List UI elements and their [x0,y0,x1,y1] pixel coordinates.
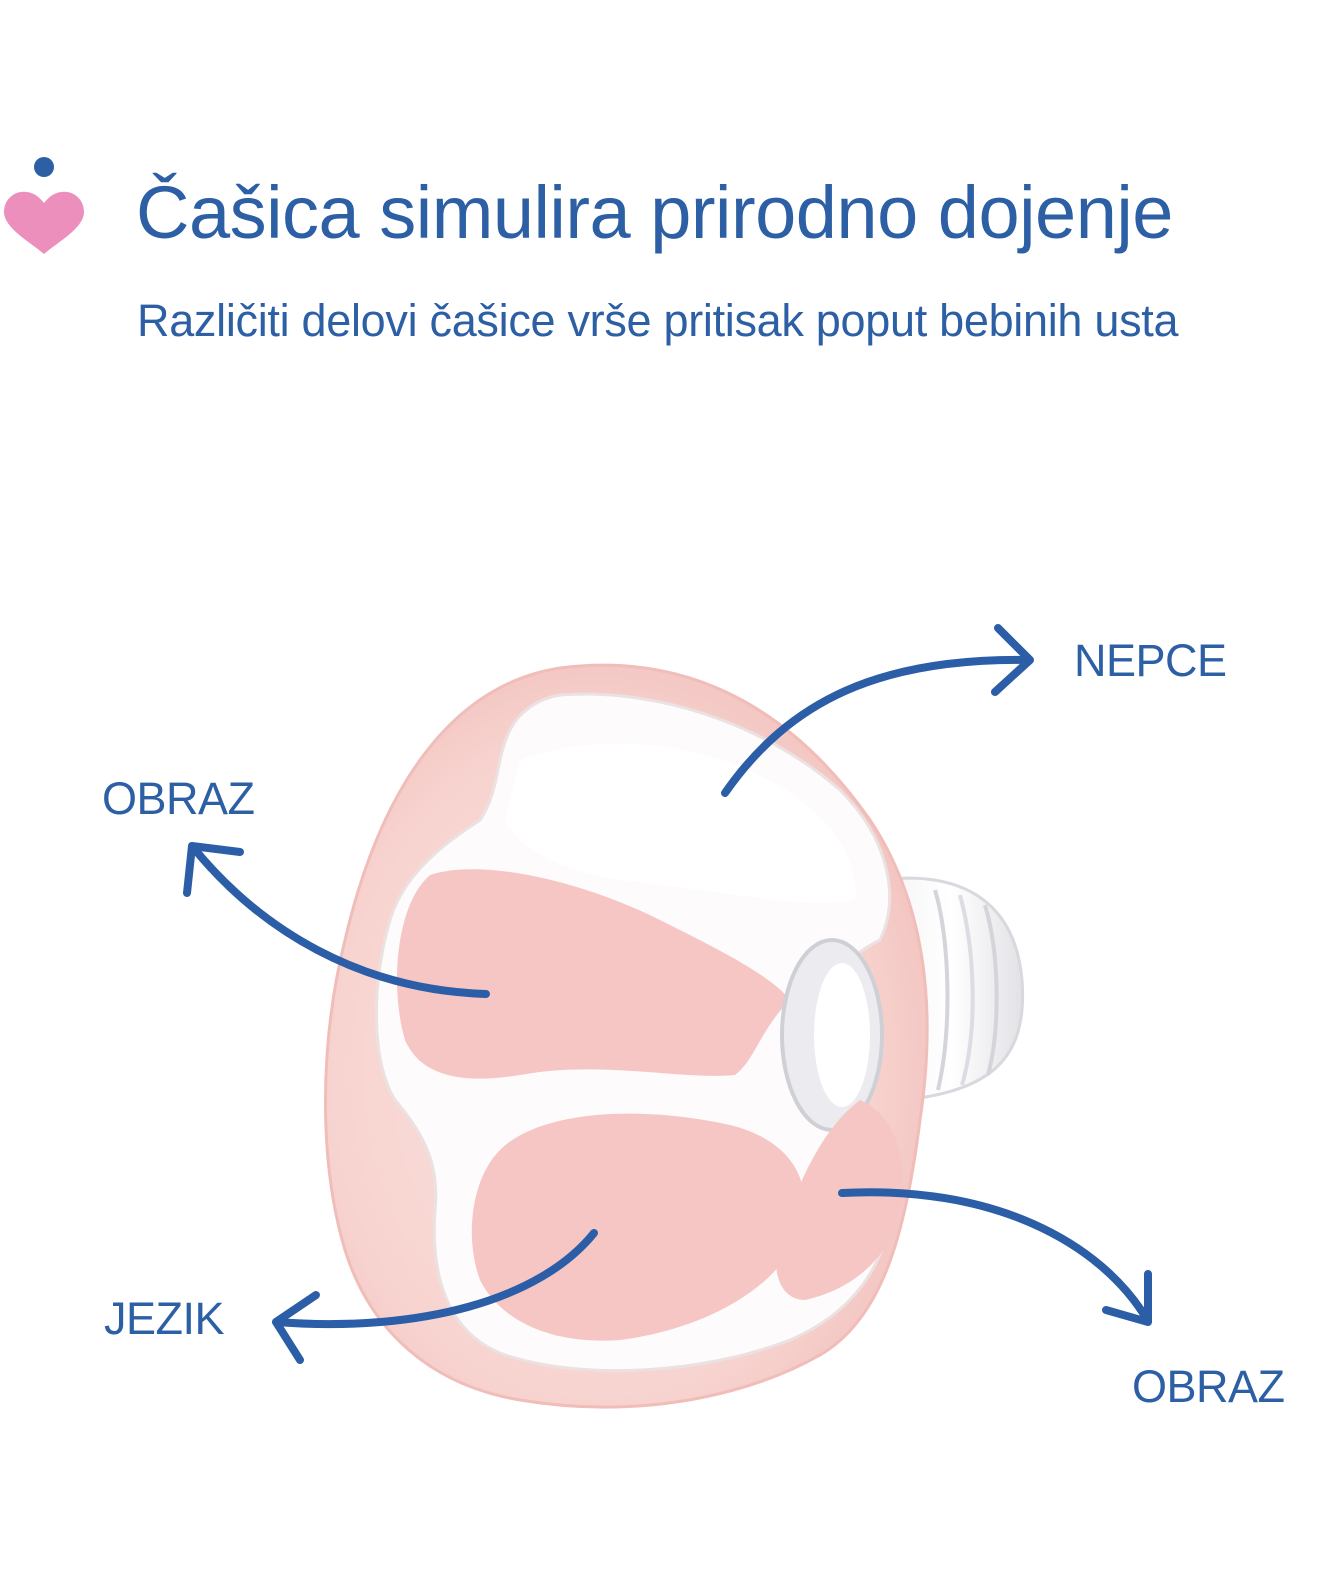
page-title: Čašica simulira prirodno dojenje [136,171,1173,254]
page-subtitle: Različiti delovi čašice vrše pritisak po… [137,295,1179,346]
arrow-head-tongue [272,1291,320,1364]
label-cheek-left: OBRAZ [102,773,255,824]
cheek-pad-left [397,869,790,1079]
breast-shield-illustration [183,624,1152,1409]
heart-drop-logo-icon [4,157,84,254]
label-palate: NEPCE [1074,635,1227,686]
arrow-icon-cheek-right [838,1188,1152,1325]
cheek-pad-right [776,1100,904,1300]
arrow-icon-palate [721,655,1032,797]
shield-tunnel-opening [780,938,884,1132]
arrow-icon-tongue [272,1229,598,1329]
arrow-icon-cheek-left [188,842,490,998]
label-cheek-right: OBRAZ [1132,1361,1285,1412]
arrow-head-cheek-left [183,842,244,897]
arrow-head-palate [991,624,1034,696]
label-tongue: JEZIK [104,1293,225,1344]
tongue-pad [471,1113,805,1341]
arrow-head-cheek-right [1102,1270,1152,1326]
